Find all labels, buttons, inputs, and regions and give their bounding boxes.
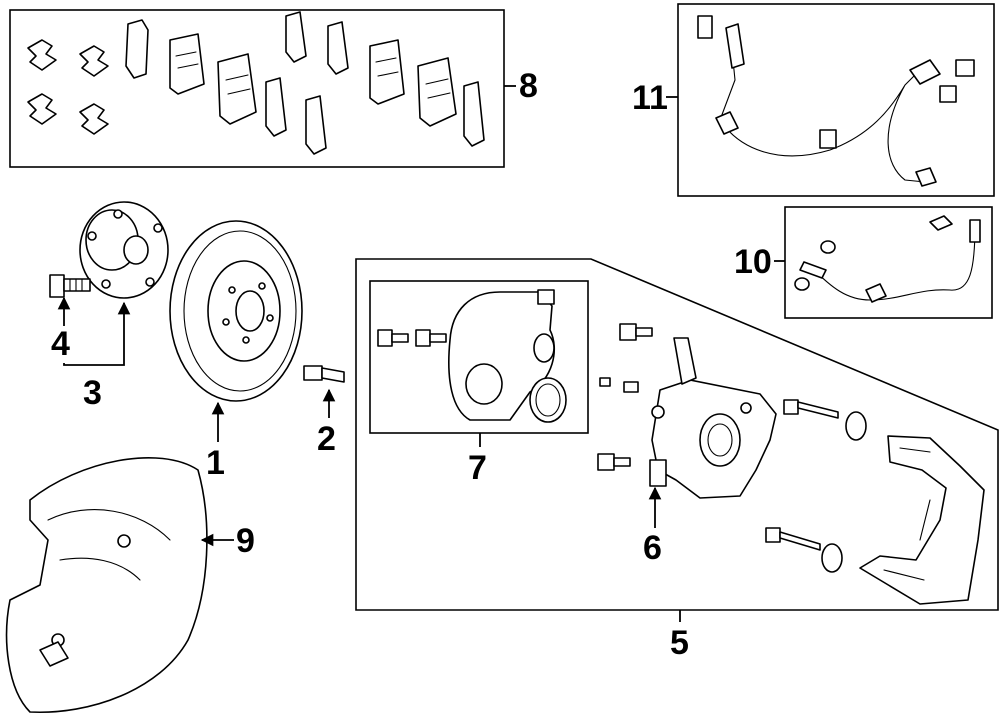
- pad-kit-frame: [9, 9, 505, 168]
- caliper-body: [649, 337, 777, 499]
- brake-pads: [125, 11, 485, 155]
- leader-3: [63, 301, 131, 366]
- brake-hose-group: [774, 206, 993, 319]
- brake-hose-line: [813, 224, 976, 301]
- sensor-wire: [719, 29, 926, 183]
- callout-11: 11: [632, 79, 668, 117]
- callout-4: 4: [51, 325, 70, 363]
- callout-2: 2: [317, 420, 336, 458]
- callout-3: 3: [83, 374, 102, 412]
- pad-clips: [27, 39, 109, 135]
- hub-assembly: [79, 201, 169, 299]
- callout-6: 6: [643, 529, 662, 567]
- callout-5: 5: [670, 624, 689, 662]
- caliper-assembly-group: [355, 258, 999, 611]
- callout-7: 7: [468, 449, 487, 487]
- rotor-screw: [303, 365, 345, 383]
- parking-motor: [377, 289, 567, 423]
- brake-hose-frame: [784, 206, 993, 319]
- sensor-harness-frame: [677, 3, 995, 197]
- callout-9: 9: [236, 522, 255, 560]
- callout-10: 10: [734, 243, 772, 281]
- brake-rotor: [169, 220, 303, 402]
- caliper-bolts: [597, 323, 867, 573]
- callout-1: 1: [206, 444, 225, 482]
- caliper-bracket: [859, 435, 985, 605]
- sensor-harness-group: [666, 3, 995, 197]
- wheel-stud: [49, 274, 91, 298]
- parking-motor-frame: [369, 280, 589, 434]
- caliper-assembly-frame: [355, 258, 999, 611]
- pad-kit-group: [9, 9, 516, 168]
- callout-8: 8: [519, 67, 538, 105]
- dust-shield: [5, 457, 208, 714]
